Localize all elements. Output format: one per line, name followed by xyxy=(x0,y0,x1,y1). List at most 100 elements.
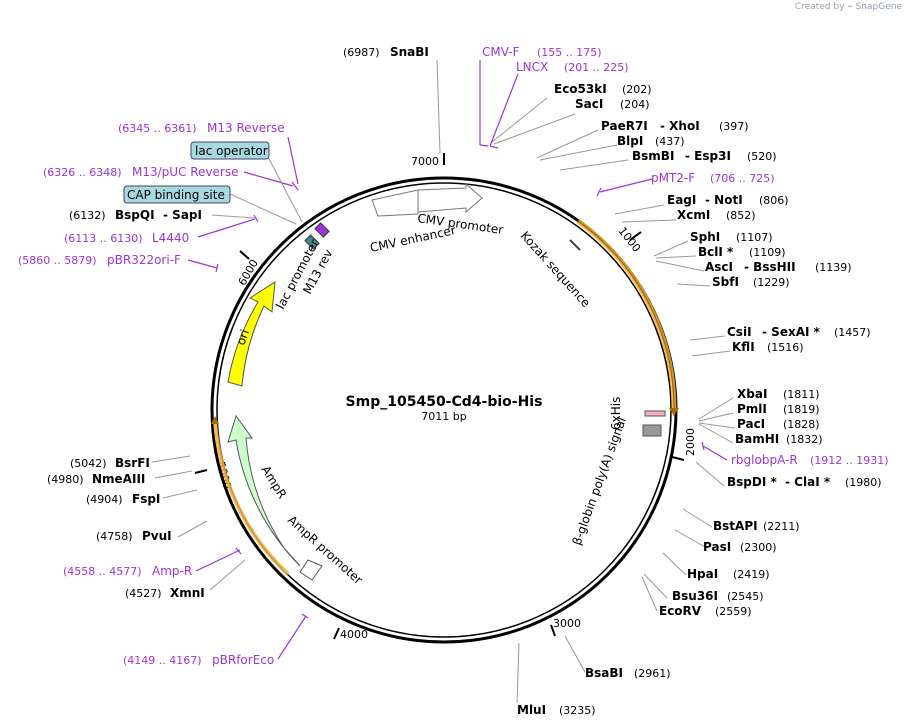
tick-1000: 1000 xyxy=(616,225,643,255)
six-his-label: 6xHis xyxy=(609,397,623,430)
enzyme-pos: (2961) xyxy=(634,667,671,680)
enzyme-pos: (1516) xyxy=(767,341,804,354)
enzyme-name: BsaBI xyxy=(585,666,623,680)
enzyme-pos: (852) xyxy=(726,209,756,222)
ampr-label: AmpR xyxy=(258,463,289,501)
enzyme-pos: (1832) xyxy=(786,433,823,446)
svg-text:CAP binding site: CAP binding site xyxy=(127,188,225,202)
enzyme-pos: (397) xyxy=(719,120,749,133)
enzyme-name: HpaI xyxy=(687,567,718,581)
lac-operator-box: lac operator xyxy=(190,141,270,160)
primer-pos: (706 .. 725) xyxy=(710,172,775,185)
enzyme-pos: (6132) xyxy=(69,209,106,222)
primer-pos: (6345 .. 6361) xyxy=(118,122,197,135)
enzyme-name2: - XhoI xyxy=(660,119,700,133)
primer-pos: (155 .. 175) xyxy=(537,46,602,59)
primer-pos: (6113 .. 6130) xyxy=(64,232,143,245)
orf-arc-inner xyxy=(577,220,675,413)
enzyme-name: NmeAIII xyxy=(92,472,145,486)
primer-name: pBR322ori-F xyxy=(107,253,181,267)
enzyme-name: BstAPI xyxy=(713,519,758,533)
ori-label: ori xyxy=(234,328,252,347)
enzyme-pos: (2211) xyxy=(763,520,800,533)
primer-name: M13/pUC Reverse xyxy=(132,165,239,179)
credit-prefix: Created by xyxy=(794,2,845,12)
credit: Created by ⌁ SnapGene xyxy=(795,2,902,12)
enzyme-pos: (4904) xyxy=(86,493,123,506)
enzyme-pos: (2300) xyxy=(740,541,777,554)
enzyme-name: Eco53kI xyxy=(554,82,607,96)
enzyme-pos: (4527) xyxy=(125,587,162,600)
enzyme-pos: (6987) xyxy=(343,46,380,59)
enzyme-name: BsrFI xyxy=(115,456,150,470)
credit-brand[interactable]: SnapGene xyxy=(855,2,902,12)
enzyme-pos: (2419) xyxy=(733,568,770,581)
primer-pos: (5860 .. 5879) xyxy=(18,254,97,267)
ampr-promoter-arrow xyxy=(299,559,323,581)
ampr-arrow xyxy=(227,414,301,567)
primer-labels: CMV-F (155 .. 175) LNCX (201 .. 225) pMT… xyxy=(18,45,889,667)
enzyme-pos: (1107) xyxy=(736,231,773,244)
enzyme-pos: (1819) xyxy=(783,403,820,416)
enzyme-pos: (1980) xyxy=(845,476,882,489)
ori-arrow xyxy=(227,281,276,387)
kozak-label: Kozak sequence xyxy=(518,229,593,310)
enzyme-name: XcmI xyxy=(677,208,710,222)
enzyme-name2: - BssHII xyxy=(744,260,796,274)
enzyme-labels: (6987) SnaBI Eco53kI (202) SacI (204) Pa… xyxy=(47,45,882,717)
primer-marks xyxy=(187,60,728,660)
enzyme-pos: (1828) xyxy=(783,418,820,431)
enzyme-pos: (2545) xyxy=(727,590,764,603)
primer-pos: (201 .. 225) xyxy=(564,61,629,74)
enzyme-pos: (204) xyxy=(620,98,650,111)
tick-4000: 4000 xyxy=(340,628,368,641)
cap-binding-site-box: CAP binding site xyxy=(123,185,231,204)
enzyme-pos: (2559) xyxy=(715,605,752,618)
enzyme-name: PasI xyxy=(703,540,731,554)
enzyme-name: BspDI * xyxy=(727,475,777,489)
orf-arrowhead xyxy=(669,408,679,416)
enzyme-pos: (1811) xyxy=(783,388,820,401)
enzyme-name: PvuI xyxy=(142,529,172,543)
primer-name: Amp-R xyxy=(152,564,192,578)
enzyme-name: MluI xyxy=(517,703,546,717)
enzyme-name2: - NotI xyxy=(705,193,743,207)
enzyme-name: CsiI xyxy=(727,325,752,339)
enzyme-name: BamHI xyxy=(735,432,779,446)
primer-pos: (4149 .. 4167) xyxy=(123,654,202,667)
enzyme-name: SphI xyxy=(690,230,720,244)
primer-pos: (6326 .. 6348) xyxy=(43,166,122,179)
enzyme-pos: (437) xyxy=(655,135,685,148)
enzyme-name2: - ClaI * xyxy=(785,475,831,489)
globin-label: β-globin poly(A) signal xyxy=(570,415,629,547)
enzyme-name: SnaBI xyxy=(390,45,429,59)
primer-name: rbglobpA-R xyxy=(731,453,798,467)
enzyme-name: Bsu36I xyxy=(672,589,718,603)
enzyme-pos: (5042) xyxy=(70,457,107,470)
enzyme-name2-text: XhoI xyxy=(669,119,700,133)
enzyme-name: PmlI xyxy=(737,402,767,416)
map-length: 7011 bp xyxy=(421,410,466,423)
tick-2000: 2000 xyxy=(684,428,697,456)
ampr-promoter-label: AmpR promoter xyxy=(285,513,365,587)
primer-name: M13 Reverse xyxy=(207,121,285,135)
enzyme-name: XbaI xyxy=(737,387,767,401)
enzyme-name: XmnI xyxy=(170,586,205,600)
enzyme-pos: (520) xyxy=(747,150,777,163)
primer-name: L4440 xyxy=(152,231,189,245)
enzyme-pos: (3235) xyxy=(559,704,596,717)
enzyme-pos: (1229) xyxy=(753,276,790,289)
cmv-enhancer-arrow xyxy=(371,189,419,217)
enzyme-name: KflI xyxy=(732,340,755,354)
lac-promoter-mark xyxy=(304,222,330,250)
enzyme-name: SacI xyxy=(575,97,603,111)
tick-3000: 3000 xyxy=(553,617,581,630)
enzyme-name: BspQI xyxy=(115,208,155,222)
enzyme-name: EcoRV xyxy=(659,604,702,618)
enzyme-pos: (1457) xyxy=(834,326,871,339)
enzyme-name2: - SexAI * xyxy=(762,325,821,339)
primer-name: CMV-F xyxy=(482,45,520,59)
enzyme-pos: (1109) xyxy=(749,246,786,259)
enzyme-name: BlpI xyxy=(617,134,643,148)
